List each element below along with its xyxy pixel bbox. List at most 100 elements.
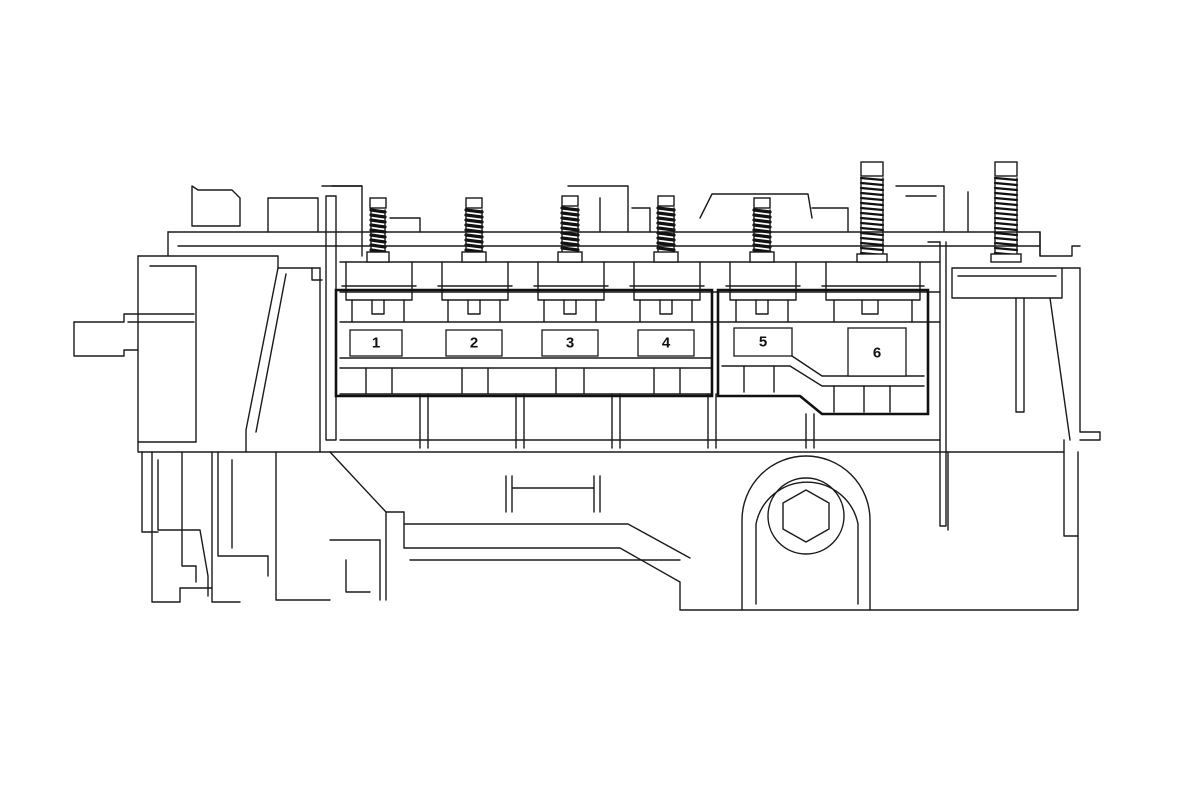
stud-thread bbox=[859, 231, 885, 237]
stud-thread bbox=[859, 191, 885, 197]
stud-thread bbox=[656, 206, 676, 212]
front-panel bbox=[245, 267, 331, 453]
stud-thread bbox=[993, 231, 1019, 237]
stud-thread bbox=[656, 226, 676, 232]
stud-thread bbox=[464, 213, 484, 219]
stud-cap bbox=[561, 195, 579, 207]
stud-thread bbox=[752, 243, 772, 249]
fuse-group-5-6 bbox=[334, 288, 930, 416]
terminal-row bbox=[339, 357, 815, 449]
fuse-holders bbox=[341, 261, 925, 323]
stud-thread bbox=[752, 213, 772, 219]
stud-thread bbox=[859, 216, 885, 222]
stud-thread bbox=[993, 236, 1019, 242]
stud-thread bbox=[656, 216, 676, 222]
fuse-6-label: 6 bbox=[873, 345, 881, 362]
stud-thread bbox=[993, 196, 1019, 202]
stud-base bbox=[653, 251, 679, 263]
stud-thread bbox=[993, 226, 1019, 232]
fuse-4-box bbox=[637, 329, 695, 357]
stud-thread bbox=[656, 231, 676, 237]
left-connector-body bbox=[73, 255, 331, 603]
stud-thread bbox=[656, 241, 676, 247]
stud-thread bbox=[859, 221, 885, 227]
stud-thread bbox=[464, 218, 484, 224]
stud-cap bbox=[860, 161, 884, 177]
stud-thread bbox=[993, 216, 1019, 222]
stud-thread bbox=[560, 241, 580, 247]
stud-thread bbox=[560, 226, 580, 232]
stud-thread bbox=[369, 208, 387, 214]
fuse-labels: 1 2 3 4 5 6 bbox=[349, 327, 907, 377]
lower-body bbox=[329, 451, 1079, 611]
stud-base bbox=[749, 251, 775, 263]
stud-thread bbox=[369, 238, 387, 244]
stud-thread bbox=[560, 236, 580, 242]
fuse-3-label: 3 bbox=[566, 335, 574, 352]
stud-1 bbox=[366, 197, 390, 263]
fuse-module-frame bbox=[325, 185, 1065, 453]
stud-thread bbox=[560, 216, 580, 222]
threaded-studs bbox=[366, 161, 1022, 263]
fuse-1-label: 1 bbox=[372, 335, 380, 352]
fuse-2-label: 2 bbox=[470, 335, 478, 352]
stud-thread bbox=[656, 211, 676, 217]
fuse-4-label: 4 bbox=[662, 335, 671, 352]
stud-thread bbox=[859, 211, 885, 217]
stud-thread bbox=[859, 206, 885, 212]
stud-thread bbox=[752, 218, 772, 224]
fuse-1-box bbox=[349, 329, 403, 357]
stud-cap bbox=[994, 161, 1018, 177]
stud-thread bbox=[369, 233, 387, 239]
stud-thread bbox=[859, 246, 885, 252]
stud-thread bbox=[993, 211, 1019, 217]
stud-base bbox=[856, 253, 888, 263]
stud-thread bbox=[859, 181, 885, 187]
mounting-bolt-outer bbox=[767, 477, 845, 555]
stud-thread bbox=[656, 236, 676, 242]
stud-thread bbox=[993, 181, 1019, 187]
stud-thread bbox=[859, 176, 885, 182]
stud-base bbox=[366, 251, 390, 263]
stud-base bbox=[461, 251, 487, 263]
stud-thread bbox=[656, 246, 676, 252]
fuse-5-box bbox=[733, 327, 793, 357]
stud-thread bbox=[993, 241, 1019, 247]
fuse-5-label: 5 bbox=[759, 334, 767, 351]
stud-2 bbox=[461, 197, 487, 263]
stud-3 bbox=[557, 195, 583, 263]
stud-7 bbox=[990, 161, 1022, 263]
stud-thread bbox=[560, 221, 580, 227]
stud-thread bbox=[560, 246, 580, 252]
stud-thread bbox=[993, 191, 1019, 197]
stud-thread bbox=[993, 201, 1019, 207]
stud-thread bbox=[464, 208, 484, 214]
stud-thread bbox=[859, 186, 885, 192]
stud-thread bbox=[369, 243, 387, 249]
stud-6 bbox=[856, 161, 888, 263]
stud-cap bbox=[657, 195, 675, 207]
stud-thread bbox=[560, 211, 580, 217]
stud-thread bbox=[752, 238, 772, 244]
stud-thread bbox=[993, 206, 1019, 212]
stud-thread bbox=[859, 201, 885, 207]
stud-thread bbox=[369, 213, 387, 219]
stud-thread bbox=[993, 246, 1019, 252]
stud-thread bbox=[859, 236, 885, 242]
stud-thread bbox=[464, 243, 484, 249]
stud-thread bbox=[464, 238, 484, 244]
fuse-2-box bbox=[445, 329, 503, 357]
stud-thread bbox=[752, 208, 772, 214]
stud-thread bbox=[369, 218, 387, 224]
mounting-bolt-head bbox=[782, 489, 830, 543]
stud-thread bbox=[369, 228, 387, 234]
stud-thread bbox=[560, 231, 580, 237]
stud-thread bbox=[993, 221, 1019, 227]
stud-thread bbox=[464, 228, 484, 234]
stud-cap bbox=[753, 197, 771, 209]
fuse-3-box bbox=[541, 329, 599, 357]
stud-base bbox=[557, 251, 583, 263]
stud-thread bbox=[859, 241, 885, 247]
stud-thread bbox=[993, 186, 1019, 192]
